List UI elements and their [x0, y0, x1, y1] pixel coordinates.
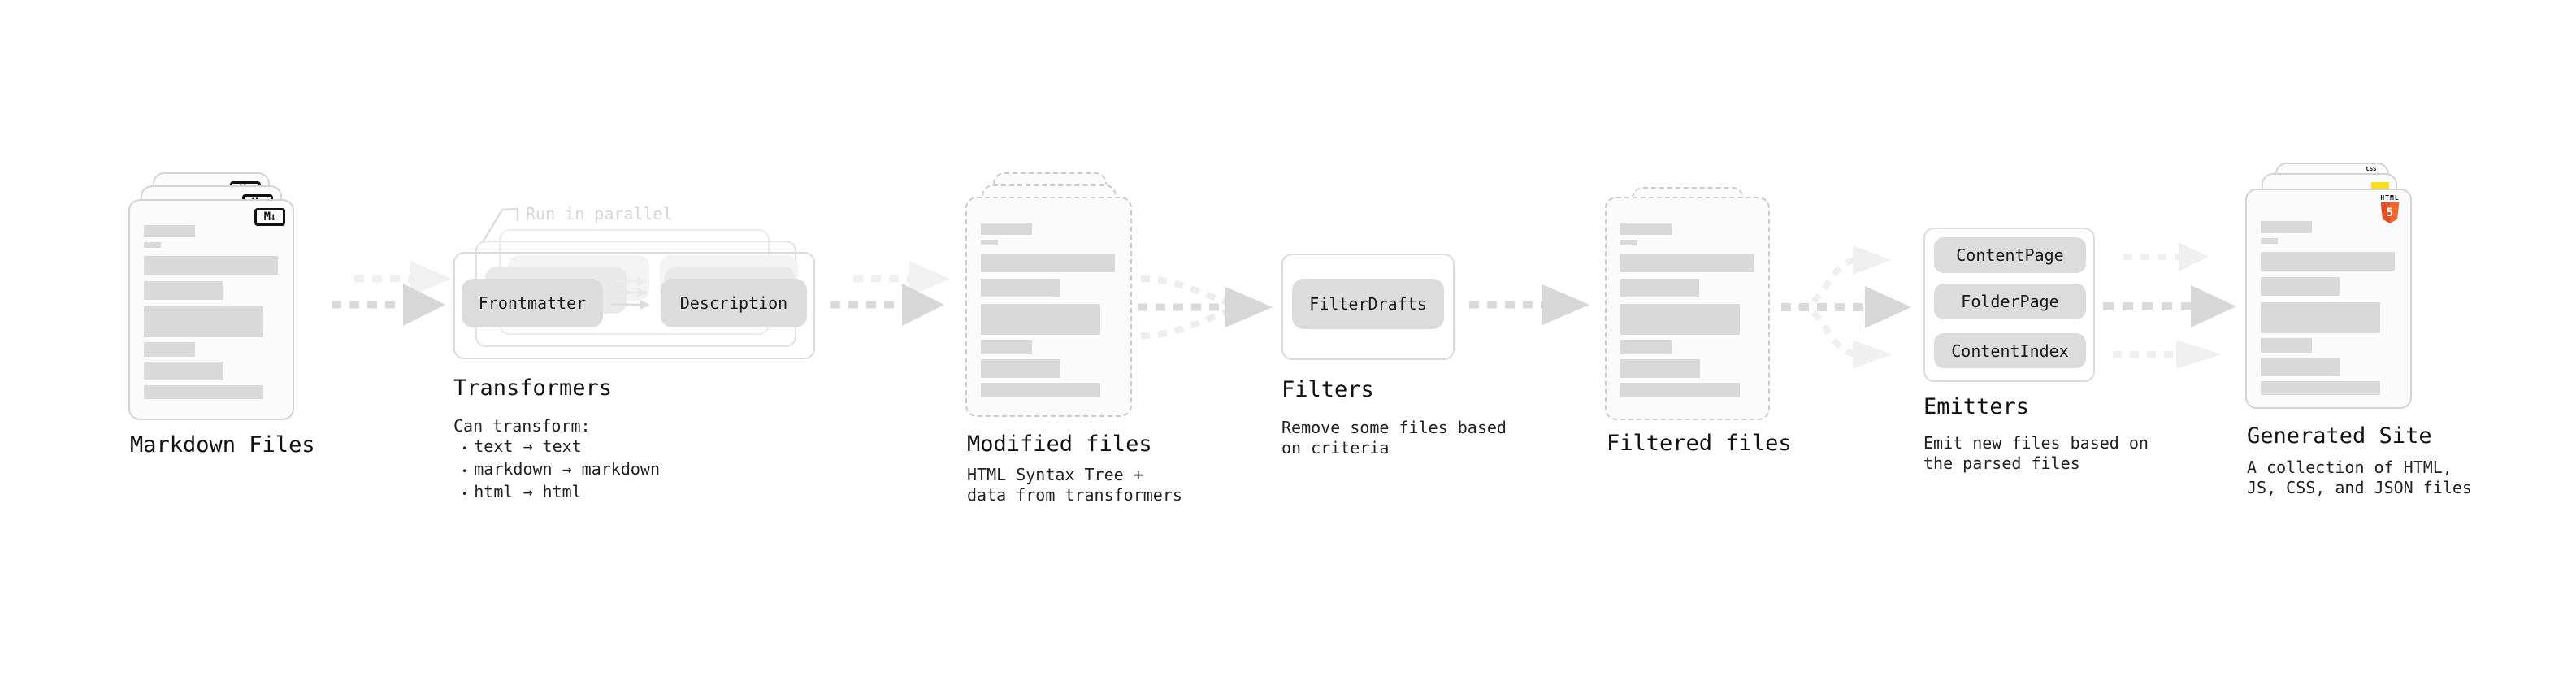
placeholder-line — [981, 359, 1060, 378]
html5-shield: 5 — [2380, 202, 2400, 223]
frontmatter-pill: Frontmatter — [462, 279, 603, 327]
placeholder-line — [1620, 240, 1637, 245]
stage-title-modified-files: Modified files — [967, 432, 1152, 457]
stage-title-markdown-files: Markdown Files — [130, 432, 315, 458]
doc-placeholder-lines — [144, 225, 278, 399]
stage-title-filters: Filters — [1281, 377, 1374, 402]
contentpage-pill: ContentPage — [1934, 237, 2086, 273]
modified-files-description: HTML Syntax Tree + data from transformer… — [967, 465, 1182, 505]
html5-icon: HTML 5 — [2379, 194, 2400, 223]
placeholder-line — [1620, 223, 1672, 235]
placeholder-line — [2261, 221, 2312, 233]
modified-file-card-front — [965, 197, 1132, 417]
placeholder-line — [144, 225, 195, 237]
placeholder-line — [144, 281, 223, 300]
placeholder-line — [981, 383, 1100, 397]
filterdrafts-pill: FilterDrafts — [1292, 279, 1444, 329]
placeholder-line — [981, 240, 998, 245]
placeholder-line — [144, 242, 161, 248]
arrow-transformers-to-modified — [830, 261, 950, 326]
placeholder-line — [2261, 338, 2312, 353]
placeholder-line — [981, 279, 1060, 297]
doc-placeholder-lines — [981, 223, 1115, 397]
generated-site-description: A collection of HTML, JS, CSS, and JSON … — [2247, 458, 2472, 497]
stage-title-emitters: Emitters — [1923, 394, 2030, 419]
html5-numeral: 5 — [2386, 206, 2394, 219]
placeholder-line — [1620, 279, 1699, 297]
placeholder-line — [2261, 277, 2340, 296]
arrow-filtered-to-emitters — [1781, 245, 1911, 369]
arrow-emitters-to-generated — [2103, 242, 2236, 369]
transformers-description: Can transform: — [453, 416, 591, 436]
placeholder-line — [2261, 238, 2278, 244]
placeholder-line — [144, 362, 223, 380]
placeholder-line — [981, 254, 1115, 272]
generated-file-card-front: HTML 5 — [2245, 189, 2412, 409]
transformers-bullet-list: • text → text • markdown → markdown • ht… — [453, 436, 660, 505]
folderpage-pill: FolderPage — [1934, 284, 2086, 319]
placeholder-line — [144, 342, 195, 357]
arrow-markdown-to-transformers — [332, 261, 451, 326]
note-leader-line — [481, 207, 519, 243]
bullet-text: text → text — [474, 436, 582, 456]
markdown-icon: M↓ — [254, 208, 285, 226]
transformer-box-front — [453, 252, 815, 359]
placeholder-line — [1620, 359, 1700, 378]
stage-title-generated-site: Generated Site — [2247, 423, 2432, 449]
placeholder-line — [2261, 302, 2380, 333]
bullet-dot: • — [462, 443, 468, 454]
placeholder-line — [1620, 304, 1740, 335]
placeholder-line — [144, 306, 263, 337]
placeholder-line — [2261, 381, 2380, 395]
emitters-description: Emit new files based on the parsed files — [1923, 433, 2149, 473]
bullet-text: html → html — [474, 482, 582, 501]
placeholder-line — [1620, 254, 1754, 272]
placeholder-line — [981, 304, 1100, 335]
placeholder-line — [1620, 340, 1672, 354]
filters-description: Remove some files based on criteria — [1281, 418, 1507, 458]
arrow-filters-to-filtered — [1469, 284, 1589, 325]
doc-placeholder-lines — [2261, 221, 2395, 395]
placeholder-line — [1620, 383, 1740, 397]
bullet-item: • html → html — [453, 482, 660, 505]
placeholder-line — [144, 256, 278, 275]
stage-title-filtered-files: Filtered files — [1607, 431, 1792, 456]
placeholder-line — [2261, 252, 2395, 271]
markdown-file-card-front: M↓ — [128, 199, 294, 420]
placeholder-line — [981, 340, 1032, 354]
bullet-item: • text → text — [453, 436, 660, 459]
doc-placeholder-lines — [1620, 223, 1754, 397]
placeholder-line — [2261, 358, 2340, 376]
stage-title-transformers: Transformers — [453, 375, 613, 401]
bullet-text: markdown → markdown — [474, 459, 661, 479]
placeholder-line — [981, 223, 1032, 235]
filtered-file-card-front — [1605, 197, 1770, 420]
bullet-dot: • — [462, 466, 468, 477]
placeholder-line — [144, 385, 263, 399]
description-pill: Description — [661, 279, 807, 327]
html5-label: HTML — [2380, 194, 2400, 202]
run-in-parallel-note: Run in parallel — [526, 204, 673, 223]
css-label: CSS — [2366, 166, 2377, 172]
arrow-modified-to-filters — [1138, 275, 1273, 339]
bullet-item: • markdown → markdown — [453, 459, 660, 482]
bullet-dot: • — [462, 488, 468, 500]
parallel-arrows-icon — [611, 276, 650, 310]
contentindex-pill: ContentIndex — [1934, 333, 2086, 368]
